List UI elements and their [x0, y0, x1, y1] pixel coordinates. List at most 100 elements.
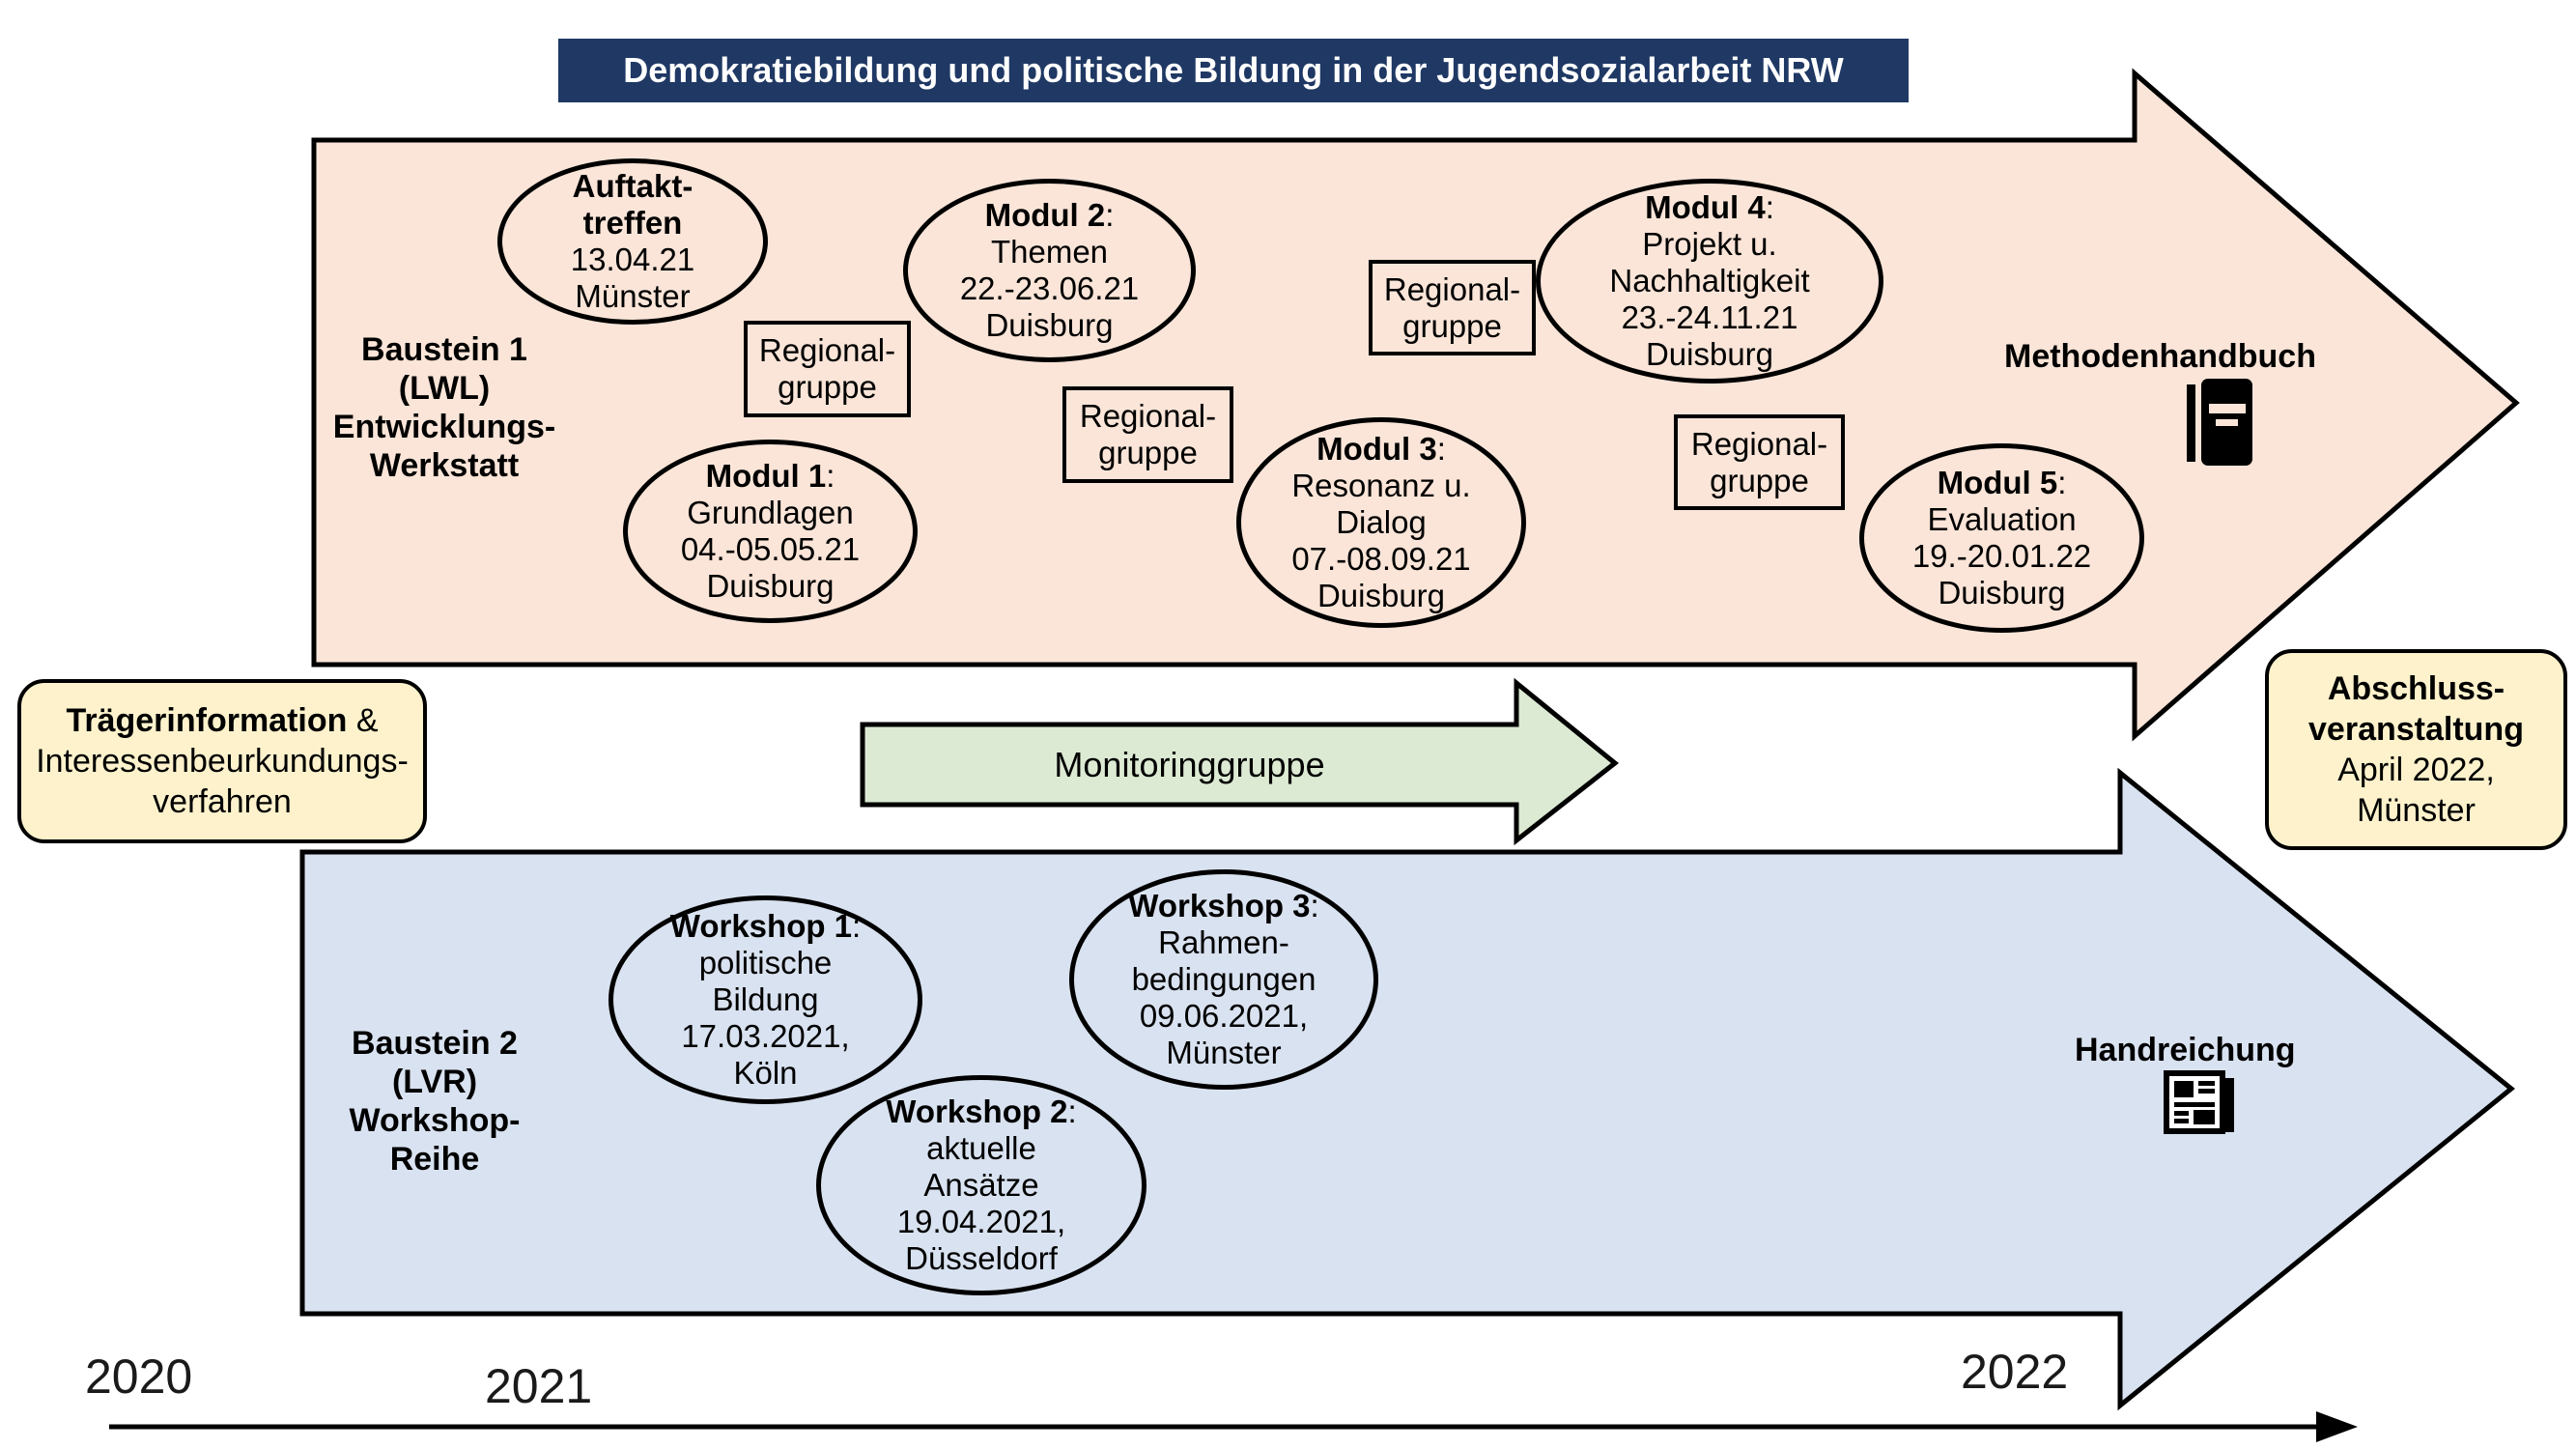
node-detail-line: Grundlagen — [687, 495, 854, 530]
node-title-line: treffen — [583, 205, 683, 242]
node-detail-line: Dialog — [1336, 504, 1427, 540]
node-detail-line: 22.-23.06.21 — [959, 270, 1140, 306]
baustein2-label-line: Reihe — [389, 1141, 480, 1178]
node-detail-line: Nachhaltigkeit — [1609, 263, 1810, 298]
note-bold-text: Trägerinformation — [66, 702, 348, 739]
regionalgruppe-label-line: gruppe — [778, 369, 877, 405]
note-line: April 2022, — [2337, 752, 2495, 788]
node-detail-line: Ansätze — [923, 1167, 1039, 1203]
node-detail-line: 09.06.2021, — [1139, 998, 1309, 1034]
year-label-2022: 2022 — [1961, 1345, 2069, 1399]
node-detail-line: bedingungen — [1131, 961, 1316, 997]
node-detail-line: 04.-05.05.21 — [680, 531, 861, 567]
traegerinformation-note: Trägerinformation & Interessenbeurkundun… — [17, 679, 427, 843]
node-title-line: Auftakt- — [573, 168, 694, 205]
regionalgruppe-box-2: Regional- gruppe — [1062, 386, 1233, 483]
node-detail-line: Münster — [1166, 1035, 1282, 1070]
baustein1-label: Baustein 1 (LWL) Entwicklungs- Werkstatt — [314, 330, 575, 485]
newspaper-icon — [2164, 1070, 2239, 1139]
node-detail-line: Duisburg — [1938, 575, 2066, 611]
regionalgruppe-label-line: Regional- — [758, 332, 896, 368]
node-colon: : — [1310, 888, 1319, 923]
modul1-ellipse: Modul 1: Grundlagen 04.-05.05.21 Duisbur… — [623, 440, 918, 623]
workshop2-ellipse: Workshop 2: aktuelle Ansätze 19.04.2021,… — [816, 1075, 1146, 1295]
methodenhandbuch-label: Methodenhandbuch — [2004, 338, 2316, 375]
abschlussveranstaltung-note: Abschluss- veranstaltung April 2022, Mün… — [2265, 649, 2567, 850]
node-detail-line: 07.-08.09.21 — [1291, 541, 1471, 577]
node-title-text: Modul 5 — [1937, 465, 2058, 500]
baustein1-label-line: Werkstatt — [369, 447, 520, 484]
node-detail-line: Rahmen- — [1158, 924, 1289, 960]
page-title: Demokratiebildung und politische Bildung… — [558, 39, 1909, 102]
baustein2-label-line: Baustein 2 (LVR) — [352, 1025, 518, 1100]
node-title-text: Modul 4 — [1645, 189, 1766, 225]
node-title-text: treffen — [582, 205, 683, 241]
node-detail-line: Duisburg — [706, 568, 835, 604]
regionalgruppe-label-line: gruppe — [1710, 462, 1809, 498]
node-detail-line: politische — [698, 945, 833, 980]
regionalgruppe-box-3: Regional- gruppe — [1369, 260, 1536, 355]
regionalgruppe-label-line: gruppe — [1098, 435, 1198, 470]
regionalgruppe-label-line: gruppe — [1402, 307, 1502, 344]
node-colon: : — [826, 458, 835, 494]
node-title-line: Modul 3: — [1316, 431, 1446, 468]
node-detail-line: Projekt u. — [1642, 226, 1777, 262]
node-detail-line: 19.-20.01.22 — [1911, 538, 2092, 574]
node-colon: : — [1436, 431, 1446, 467]
node-detail-line: Resonanz u. — [1291, 468, 1471, 503]
note-line: Trägerinformation & — [21, 700, 423, 741]
modul3-ellipse: Modul 3: Resonanz u. Dialog 07.-08.09.21… — [1236, 417, 1526, 628]
node-title-line: Workshop 3: — [1128, 888, 1318, 924]
note-line: verfahren — [153, 783, 292, 820]
book-icon — [2187, 379, 2252, 470]
node-title-text: Modul 3 — [1316, 431, 1437, 467]
regionalgruppe-label-line: Regional- — [1383, 270, 1521, 307]
node-colon: : — [1105, 197, 1115, 233]
year-label-2020: 2020 — [85, 1350, 193, 1404]
node-detail-line: Köln — [733, 1055, 798, 1091]
note-line: Abschluss- — [2269, 668, 2563, 709]
node-title-text: Workshop 3 — [1128, 888, 1311, 923]
node-title-text: Workshop 1 — [669, 908, 853, 944]
node-detail-line: Duisburg — [985, 307, 1114, 343]
node-colon: : — [1765, 189, 1774, 225]
regionalgruppe-label-line: Regional- — [1690, 425, 1828, 462]
baustein2-label-line: Workshop- — [349, 1102, 521, 1139]
node-detail-line: Duisburg — [1316, 578, 1446, 613]
regionalgruppe-box-4: Regional- gruppe — [1674, 414, 1845, 510]
node-detail-line: 23.-24.11.21 — [1621, 299, 1798, 335]
modul5-ellipse: Modul 5: Evaluation 19.-20.01.22 Duisbur… — [1859, 443, 2144, 633]
regionalgruppe-label-line: Regional- — [1079, 398, 1217, 434]
node-title-line: Modul 1: — [706, 458, 835, 495]
timeline-axis-arrowhead — [2316, 1411, 2358, 1442]
node-colon: : — [2057, 465, 2067, 500]
node-detail-line: Evaluation — [1927, 501, 2077, 537]
node-detail-line: Duisburg — [1645, 336, 1774, 372]
node-title-line: Modul 4: — [1645, 189, 1774, 226]
modul2-ellipse: Modul 2: Themen 22.-23.06.21 Duisburg — [903, 179, 1196, 362]
baustein1-label-line: Baustein 1 (LWL) — [361, 331, 527, 407]
note-bold-text: veranstaltung — [2308, 711, 2524, 748]
node-colon: : — [852, 908, 862, 944]
node-detail-line: Themen — [990, 234, 1109, 270]
auftakt-ellipse: Auftakt- treffen 13.04.21 Münster — [497, 158, 768, 325]
monitoring-label: Monitoringgruppe — [1054, 744, 1325, 784]
note-rest-text: & — [347, 702, 379, 739]
node-title-text: Modul 2 — [984, 197, 1106, 233]
node-title-text: Auftakt- — [572, 168, 694, 204]
note-line: Interessenbeurkundungs- — [36, 743, 409, 780]
node-title-text: Modul 1 — [705, 458, 827, 494]
baustein2-label: Baustein 2 (LVR) Workshop- Reihe — [314, 1024, 555, 1179]
node-title-line: Workshop 1: — [670, 908, 861, 945]
node-detail-line: Münster — [575, 278, 691, 314]
node-detail-line: Bildung — [712, 981, 819, 1017]
node-detail-line: 17.03.2021, — [681, 1018, 850, 1054]
note-line: veranstaltung — [2269, 709, 2563, 750]
baustein1-label-line: Entwicklungs- — [332, 409, 556, 445]
handreichung-label: Handreichung — [2075, 1032, 2296, 1068]
node-detail-line: aktuelle — [926, 1130, 1036, 1166]
regionalgruppe-box-1: Regional- gruppe — [744, 321, 911, 417]
modul4-ellipse: Modul 4: Projekt u. Nachhaltigkeit 23.-2… — [1536, 179, 1883, 384]
monitoring-arrow — [860, 677, 1620, 846]
